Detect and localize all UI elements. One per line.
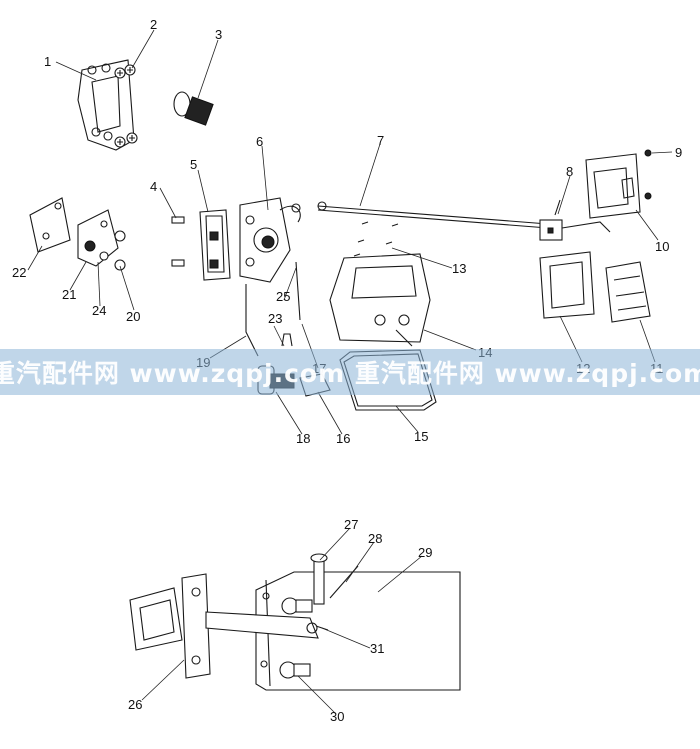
part-30-31-bolts (279, 597, 329, 679)
part-11-handle-mechanism (605, 261, 651, 323)
part-5-latch-housing (199, 209, 231, 281)
part-26-door-check (129, 573, 319, 679)
part-4-bolts (171, 216, 185, 267)
part-label-18: 18 (296, 431, 311, 446)
part-label-7: 7 (377, 133, 385, 148)
part-label-9: 9 (675, 145, 683, 160)
part-27-28-pins (310, 553, 359, 605)
part-22-bracket (29, 197, 71, 253)
part-8-link (539, 199, 611, 241)
part-label-29: 29 (418, 545, 433, 560)
part-label-30: 30 (330, 709, 345, 724)
part-19-25-23-rods (245, 261, 301, 357)
part-21-striker (77, 209, 126, 271)
part-label-15: 15 (414, 429, 429, 444)
part-10-outer-handle (585, 153, 641, 219)
part-label-25: 25 (276, 289, 291, 304)
part-label-21: 21 (62, 287, 77, 302)
part-label-8: 8 (566, 164, 574, 179)
part-label-27: 27 (344, 517, 359, 532)
part-label-31: 31 (370, 641, 385, 656)
part-label-23: 23 (268, 311, 283, 326)
part-label-20: 20 (126, 309, 141, 324)
part-label-5: 5 (190, 157, 198, 172)
part-label-16: 16 (336, 431, 351, 446)
part-label-4: 4 (150, 179, 158, 194)
part-label-1: 1 (44, 54, 52, 69)
part-label-10: 10 (655, 239, 670, 254)
part-3-bushing (173, 91, 214, 126)
part-7-rod (317, 201, 549, 229)
part-label-2: 2 (150, 17, 158, 32)
part-label-24: 24 (92, 303, 107, 318)
watermark-band: 重汽配件网 www.zqpj.com 重汽配件网 www.zqpj.com (0, 349, 700, 395)
part-label-28: 28 (368, 531, 383, 546)
part-label-26: 26 (128, 697, 143, 712)
part-2-screws (114, 64, 138, 148)
part-label-3: 3 (215, 27, 223, 42)
part-1-hinge-plate (77, 59, 135, 151)
part-label-6: 6 (256, 134, 264, 149)
part-label-22: 22 (12, 265, 27, 280)
part-label-13: 13 (452, 261, 467, 276)
watermark-text: 重汽配件网 www.zqpj.com 重汽配件网 www.zqpj.com (0, 359, 700, 388)
part-12-frame (539, 251, 595, 319)
part-9-screws (644, 149, 652, 200)
part-13-screws (353, 221, 399, 259)
part-14-inner-handle (329, 253, 431, 347)
part-6-lock-mechanism (239, 197, 301, 283)
